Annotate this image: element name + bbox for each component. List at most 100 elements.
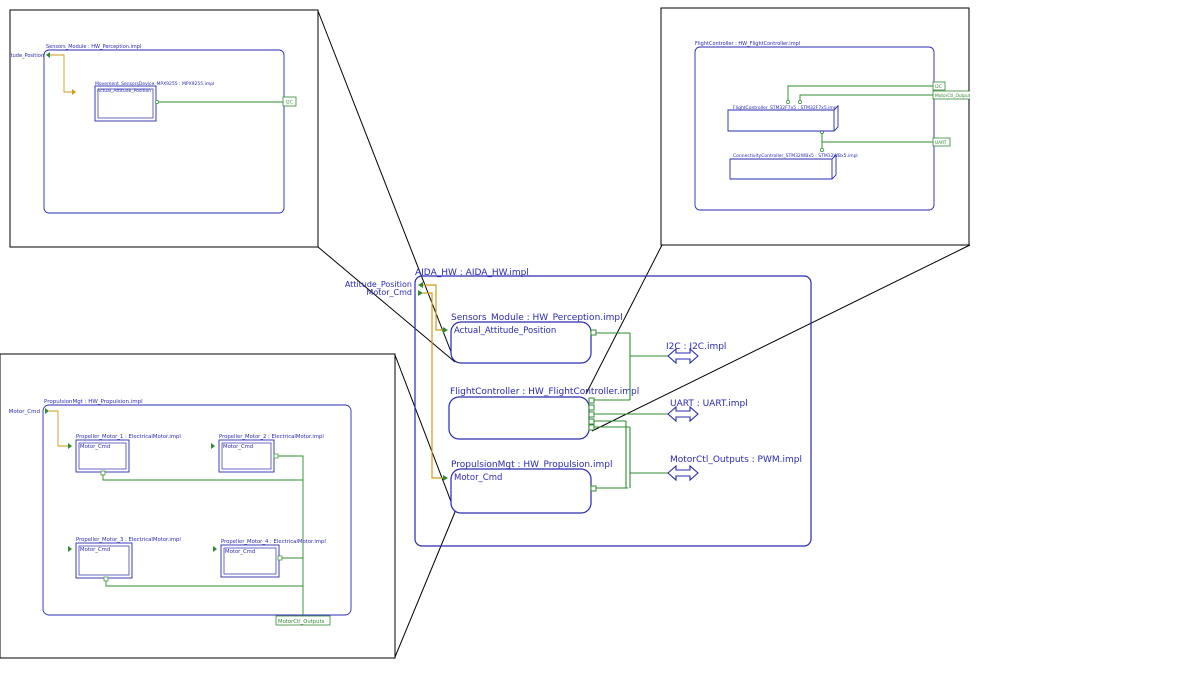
zoom-motor2-port: Motor_Cmd [223, 444, 253, 450]
bus-motorctl-icon[interactable] [667, 464, 699, 482]
zoom-motor3-outer [75, 542, 133, 579]
zoom-panel-flight: FlightController : HW_FlightController.i… [660, 7, 973, 246]
system-box[interactable] [414, 275, 812, 547]
bus-access-ports [588, 329, 597, 492]
zoom-line-flight-1 [585, 244, 663, 395]
zoom-panel-sensors: Sensors_Module : HW_Perception.impl Atti… [2, 9, 319, 248]
component-label-sensors: Sensors_Module : HW_Perception.impl [451, 313, 623, 323]
zoom-line-propulsion-1 [394, 354, 456, 513]
bus-label-i2c: I2C : I2C.impl [666, 342, 726, 352]
zoom-motor1-label: Propeller_Motor_1 : ElectricalMotor.impl [76, 434, 181, 440]
zoom-motor2-inner [221, 442, 272, 470]
bus-port-icon [820, 148, 824, 152]
zoom-line-flight-2 [591, 244, 971, 432]
port-in-arrow-icon [72, 89, 76, 95]
zoom-propulsion-title: PropulsionMgt : HW_Propulsion.impl [44, 399, 143, 405]
zoom-motor4-inner [223, 547, 277, 575]
zoom-flight-proc2 [729, 153, 837, 180]
system-port-label-attitude: Attitude_Position [345, 280, 412, 289]
zoom-line-propulsion-2 [394, 511, 456, 658]
zoom-motor1-port: Motor_Cmd [80, 444, 110, 450]
port-in-arrow-icon [443, 327, 448, 333]
zoom-sensors-device-label: Movement_SensorsDevice_MPX9255 : MPX9255… [95, 81, 214, 87]
zoom-flight-proc2-label: ConnectivityController_STM32WBx5 : STM32… [733, 153, 858, 159]
zoom-sensors-bus-tag [282, 96, 297, 107]
component-port-motor-cmd: Motor_Cmd [454, 473, 502, 483]
bus-port-icon [100, 470, 106, 476]
connection-motor-cmd [423, 292, 443, 479]
zoom-sensors-bus-label: I2C [286, 100, 293, 106]
zoom-sensors-orange-link [50, 54, 72, 93]
bus-port-icon[interactable] [588, 411, 595, 418]
zoom-motor3-inner [78, 545, 130, 576]
zoom-motor2-outer [218, 439, 275, 473]
zoom-flight-bus-tag-uart [932, 137, 951, 147]
zoom-panel-propulsion: PropulsionMgt : HW_Propulsion.impl Motor… [0, 353, 396, 659]
bus-label-uart: UART : UART.impl [670, 399, 748, 409]
bus-port-icon[interactable] [588, 404, 595, 411]
zoom-flight-bus-label-uart: UART [935, 140, 947, 146]
zoom-motor4-port: Motor_Cmd [225, 549, 255, 555]
system-title: AIDA_HW : AIDA_HW.impl [415, 268, 529, 278]
port-in-arrow-icon [213, 546, 217, 552]
zoom-flight-bus-tag-motorctl [932, 90, 970, 100]
zoom-line-sensors-2 [317, 246, 456, 363]
zoom-frame-sensors [9, 9, 319, 248]
bus-i2c-icon[interactable] [667, 347, 699, 365]
zoom-sensors-device-inner [97, 88, 154, 119]
zoom-sensors-device-outer [94, 85, 157, 122]
zoom-propulsion-orange-link [49, 410, 68, 447]
bus-port-icon[interactable] [588, 397, 595, 404]
zoom-motor4-outer [220, 544, 280, 578]
zoom-line-sensors-1 [317, 10, 456, 363]
zoom-motor1-inner [78, 442, 127, 470]
component-sensors-module[interactable] [450, 321, 592, 364]
orange-connections [423, 284, 443, 479]
component-port-actual-attitude: Actual_Attitude_Position [454, 326, 556, 336]
port-in-arrow-icon [68, 443, 72, 449]
zoom-flight-bus-label-motorctl: MotorCtl_Outputs [935, 93, 973, 99]
zoom-motor4-label: Propeller_Motor_4 : ElectricalMotor.impl [221, 539, 326, 545]
port-in-arrow-icon [45, 408, 49, 414]
bus-port-icon[interactable] [590, 329, 597, 336]
zoom-sensors-box [43, 49, 285, 214]
zoom-flight-box [694, 46, 935, 211]
zoom-propulsion-port-label: Motor_Cmd [9, 409, 40, 415]
component-label-propulsion: PropulsionMgt : HW_Propulsion.impl [451, 460, 612, 470]
bus-port-icon [155, 100, 159, 104]
zoom-sensors-device-port: Actual_Attitude_Position [97, 88, 151, 94]
main-diagram: AIDA_HW : AIDA_HW.impl Attitude_Position… [345, 268, 812, 547]
zoom-flight-proc1-label: FlightController_STM32F7x5 : STM32F7x5.i… [733, 105, 838, 111]
port-in-arrow-icon [443, 475, 448, 481]
zoom-sensors-port-label: Attitude_Position [2, 53, 44, 59]
bus-port-icon[interactable] [588, 424, 595, 431]
zoom-flight-bus-label-i2c: I2C [935, 84, 942, 90]
bus-port-icon [277, 555, 283, 561]
bus-label-motorctl: MotorCtl_Outputs : PWM.impl [670, 455, 802, 465]
port-in-arrow-icon [211, 443, 215, 449]
bus-port-icon [786, 100, 790, 104]
zoom-motor3-label: Propeller_Motor_3 : ElectricalMotor.impl [76, 537, 181, 543]
component-flight-controller[interactable] [448, 396, 590, 440]
zoom-flight-title: FlightController : HW_FlightController.i… [695, 41, 800, 47]
zoom-motor3-port: Motor_Cmd [80, 547, 110, 553]
port-in-arrow-icon[interactable] [418, 290, 423, 296]
bus-port-icon[interactable] [588, 418, 595, 425]
zoom-flight-proc1 [727, 104, 839, 132]
bus-port-icon [273, 453, 279, 459]
zoom-sensors-title: Sensors_Module : HW_Perception.impl [46, 44, 141, 50]
bus-wiring [594, 332, 668, 489]
zoom-propulsion-box [42, 404, 352, 616]
port-in-arrow-icon [46, 52, 50, 58]
zoom-propulsion-bus-label: MotorCtl_Outputs [278, 619, 325, 625]
port-in-arrow-icon[interactable] [418, 282, 423, 288]
port-in-arrow-icon [68, 546, 72, 552]
zoom-motor2-label: Propeller_Motor_2 : ElectricalMotor.impl [219, 434, 324, 440]
bus-port-icon [798, 100, 802, 104]
bus-port-icon [103, 576, 109, 582]
bus-port-icon[interactable] [590, 485, 597, 492]
component-label-flight: FlightController : HW_FlightController.i… [450, 387, 639, 397]
system-port-label-motor-cmd: Motor_Cmd [366, 288, 412, 297]
bus-uart-icon[interactable] [667, 405, 699, 423]
